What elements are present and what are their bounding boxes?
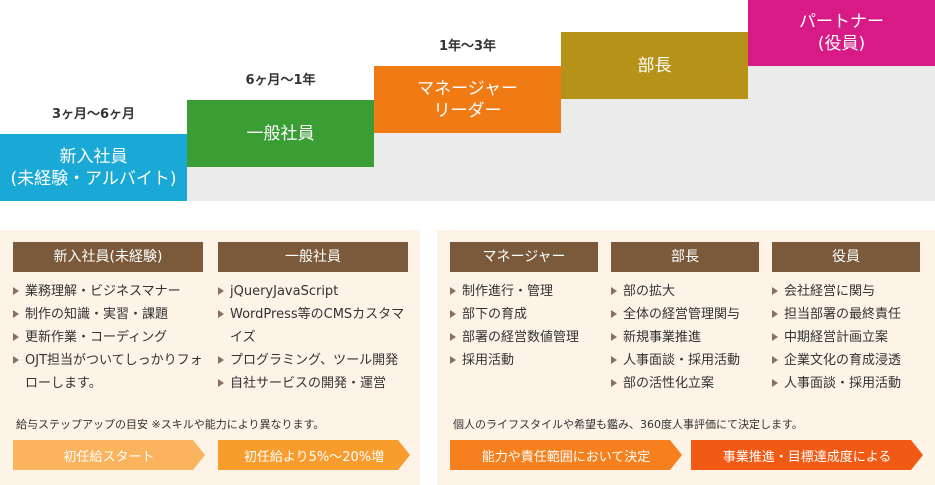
column-executive: 役員 会社経営に関与 担当部署の最終責任 中期経営計画立案 企業文化の育成浸透 … (772, 242, 920, 395)
step-department-head: 部長 (561, 32, 748, 99)
list-item: 人事面談・採用活動 (772, 372, 920, 395)
list-item: プログラミング、ツール開発 (218, 349, 408, 372)
bullet-triangle-icon (218, 310, 224, 318)
list-item: 更新作業・コーディング (13, 326, 203, 349)
list-item: 部下の育成 (450, 303, 598, 326)
step-title: 一般社員 (246, 123, 315, 144)
list-item: 採用活動 (450, 349, 598, 372)
list-item: OJT担当がついてしっかりフォローします。 (13, 349, 203, 395)
list-item: 全体の経営管理関与 (611, 303, 759, 326)
column-header: 一般社員 (218, 242, 408, 272)
column-new-employee: 新入社員(未経験) 業務理解・ビジネスマナー 制作の知識・実習・課題 更新作業・… (13, 242, 203, 395)
bullet-triangle-icon (611, 333, 617, 341)
column-header: 部長 (611, 242, 759, 272)
list-item: 会社経営に関与 (772, 280, 920, 303)
bullet-triangle-icon (611, 287, 617, 295)
step-period-label: 6ヶ月〜1年 (245, 73, 316, 88)
bullet-triangle-icon (218, 379, 224, 387)
list-item: 中期経営計画立案 (772, 326, 920, 349)
bullet-triangle-icon (13, 287, 19, 295)
step-period-label: 1年〜3年 (438, 39, 497, 54)
list-item: 部の拡大 (611, 280, 759, 303)
bullet-triangle-icon (772, 356, 778, 364)
step-general-employee: 一般社員 (187, 100, 374, 167)
bullet-triangle-icon (450, 333, 456, 341)
step-subtitle: (役員) (817, 34, 866, 54)
list-item: 業務理解・ビジネスマナー (13, 280, 203, 303)
bullet-triangle-icon (218, 287, 224, 295)
step-title: パートナー (799, 12, 884, 32)
bullet-triangle-icon (218, 356, 224, 364)
bullet-triangle-icon (772, 310, 778, 318)
column-header: マネージャー (450, 242, 598, 272)
step-subtitle: (未経験・アルバイト) (10, 168, 177, 189)
bullet-triangle-icon (450, 287, 456, 295)
bullet-triangle-icon (450, 310, 456, 318)
salary-arrow-increase: 初任給より5%〜20%増 (218, 440, 410, 470)
bullet-triangle-icon (611, 379, 617, 387)
step-title: マネージャー (417, 78, 518, 99)
evaluation-note: 個人のライフスタイルや希望も鑑み、360度人事評価にて決定します。 (453, 418, 803, 431)
list-item: jQueryJavaScript (218, 280, 408, 303)
list-item: 部の活性化立案 (611, 372, 759, 395)
list-item: 新規事業推進 (611, 326, 759, 349)
evaluation-arrow-achievement: 事業推進・目標達成度による (691, 440, 923, 470)
list-item: WordPress等のCMSカスタマイズ (218, 303, 408, 349)
bullet-triangle-icon (772, 379, 778, 387)
evaluation-arrow-ability: 能力や責任範囲において決定 (450, 440, 682, 470)
list-item: 制作進行・管理 (450, 280, 598, 303)
list-item: 企業文化の育成浸透 (772, 349, 920, 372)
list-item: 部署の経営数値管理 (450, 326, 598, 349)
salary-arrow-start: 初任給スタート (13, 440, 205, 470)
step-period-label: 3ヶ月〜6ヶ月 (51, 107, 136, 122)
step-manager: マネージャー リーダー (374, 66, 561, 133)
column-general-employee: 一般社員 jQueryJavaScript WordPress等のCMSカスタマ… (218, 242, 408, 395)
column-department-head: 部長 部の拡大 全体の経営管理関与 新規事業推進 人事面談・採用活動 部の活性化… (611, 242, 759, 395)
salary-note: 給与ステップアップの目安 ※スキルや能力により異なります。 (16, 418, 325, 431)
bullet-triangle-icon (13, 310, 19, 318)
column-manager: マネージャー 制作進行・管理 部下の育成 部署の経営数値管理 採用活動 (450, 242, 598, 372)
junior-skills-panel: 新入社員(未経験) 業務理解・ビジネスマナー 制作の知識・実習・課題 更新作業・… (0, 230, 420, 485)
bullet-triangle-icon (13, 333, 19, 341)
step-title: 新入社員 (59, 146, 128, 167)
bullet-triangle-icon (450, 356, 456, 364)
bullet-triangle-icon (611, 310, 617, 318)
bullet-triangle-icon (772, 333, 778, 341)
bullet-triangle-icon (611, 356, 617, 364)
list-item: 人事面談・採用活動 (611, 349, 759, 372)
step-title: 部長 (637, 55, 672, 76)
step-subtitle: リーダー (433, 100, 502, 121)
list-item: 担当部署の最終責任 (772, 303, 920, 326)
column-header: 新入社員(未経験) (13, 242, 203, 272)
list-item: 制作の知識・実習・課題 (13, 303, 203, 326)
bullet-triangle-icon (13, 356, 19, 364)
step-new-employee: 新入社員 (未経験・アルバイト) (0, 134, 187, 201)
column-header: 役員 (772, 242, 920, 272)
bullet-triangle-icon (772, 287, 778, 295)
list-item: 自社サービスの開発・運営 (218, 372, 408, 395)
senior-skills-panel: マネージャー 制作進行・管理 部下の育成 部署の経営数値管理 採用活動 部長 部… (437, 230, 935, 485)
step-partner: パートナー (役員) (748, 0, 935, 66)
